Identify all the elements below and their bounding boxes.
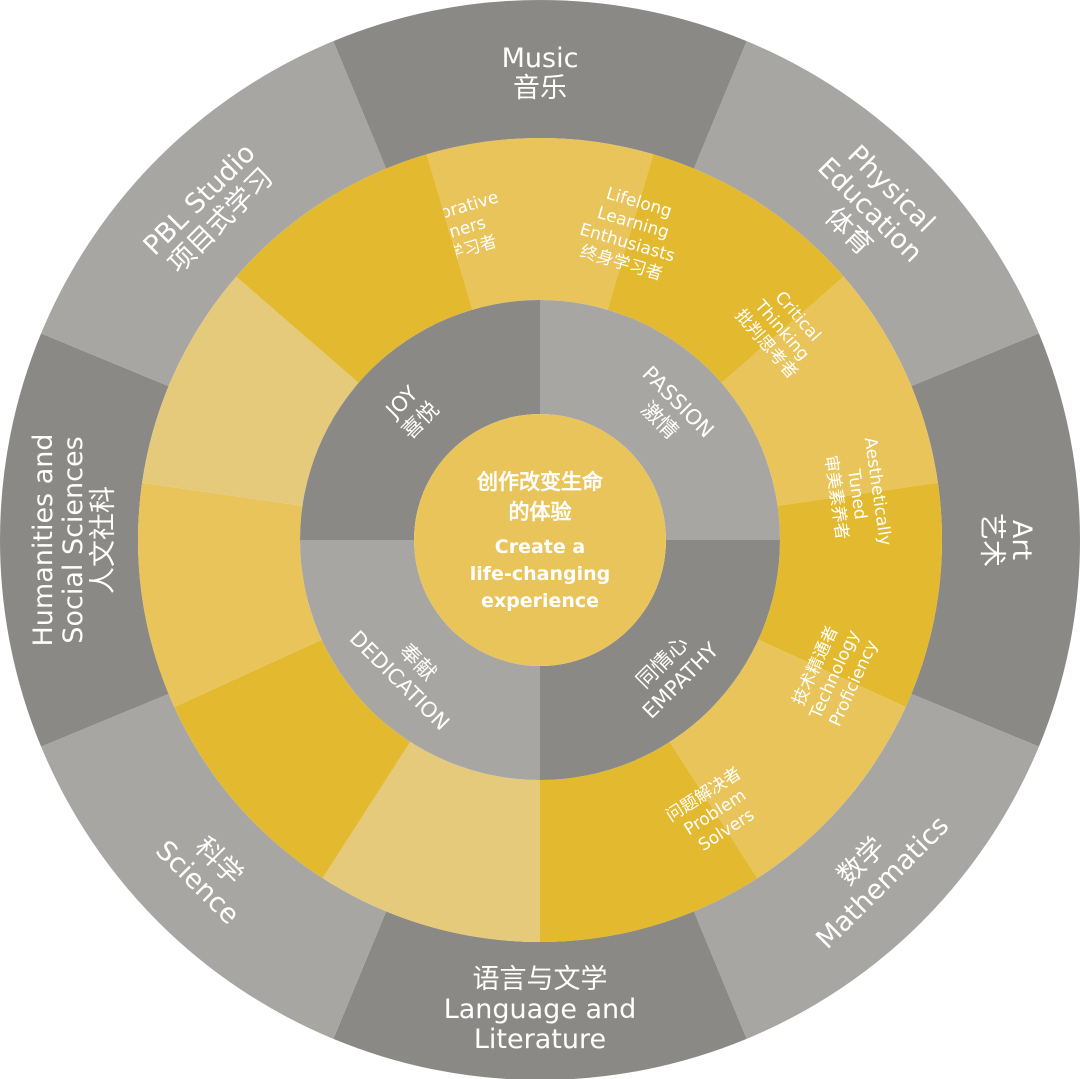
middle-segment-analytical-skills [426,137,654,310]
center-title-en-line2: life-changing [470,563,610,585]
inner-segment-empathy [540,540,780,780]
outer-label-language-and-literature-line-1: 语言与文学 [473,964,608,995]
middle-segment-technology-proficiency [142,276,359,506]
outer-label-language-and-literature-line-3: Literature [474,1024,606,1055]
outer-label-art: Art艺术 [976,513,1037,567]
middle-segment-critical-thinking [174,639,411,879]
inner-segment-joy [300,300,540,540]
outer-segment-art [911,333,1080,747]
center-title-zh-line1: 创作改变生命 [476,470,604,494]
middle-segment-collaborative-learners [540,741,758,942]
center-title-en-line3: experience [481,590,599,612]
inner-segment-dedication [300,540,540,780]
outer-segment-pbl-studio [41,41,387,387]
outer-label-music-line-2: 音乐 [513,73,567,104]
middle-segment-active-citizenship [607,154,844,383]
middle-segment-lifelong-learning-enthusiasts [322,741,540,942]
inner-segment-passion [540,300,780,540]
center-title-zh-line2: 的体验 [509,500,572,524]
outer-label-art-line-2: 艺术 [976,513,1007,567]
outer-label-humanities-and-social-sciences-line-3: 人文社科 [88,486,119,594]
outer-label-language-and-literature-line-2: Language and [444,994,637,1025]
middle-segment-cultural-awareness [721,276,938,506]
middle-segment-problem-solvers [236,154,473,383]
outer-segment-language-and-literature [333,911,747,1079]
outer-label-humanities-and-social-sciences: Humanities andSocial Sciences人文社科 [28,433,119,646]
outer-label-humanities-and-social-sciences-line-1: Humanities and [28,433,59,646]
center-circle: 创作改变生命 的体验 Create a life-changing experi… [414,414,666,666]
middle-segment-aesthetically-tuned [137,482,322,707]
middle-segment-self-aware-learners [669,639,906,879]
middle-ring-skills: 分析能力AnalyticalSkills积极公民ActiveCitizenshi… [137,137,943,942]
center-disc [414,414,666,666]
outer-segment-humanities-and-social-sciences [0,333,169,747]
outer-segment-mathematics [693,693,1039,1039]
outer-segment-music [333,0,747,169]
outer-label-music-line-1: Music [502,43,579,74]
outer-label-humanities-and-social-sciences-line-2: Social Sciences [58,436,89,643]
center-title-en-line1: Create a [495,536,585,558]
middle-segment-effective-communicators [758,482,943,707]
outer-segment-science [41,693,387,1039]
outer-segment-physical-education [693,41,1039,387]
outer-label-art-line-1: Art [1006,520,1037,560]
